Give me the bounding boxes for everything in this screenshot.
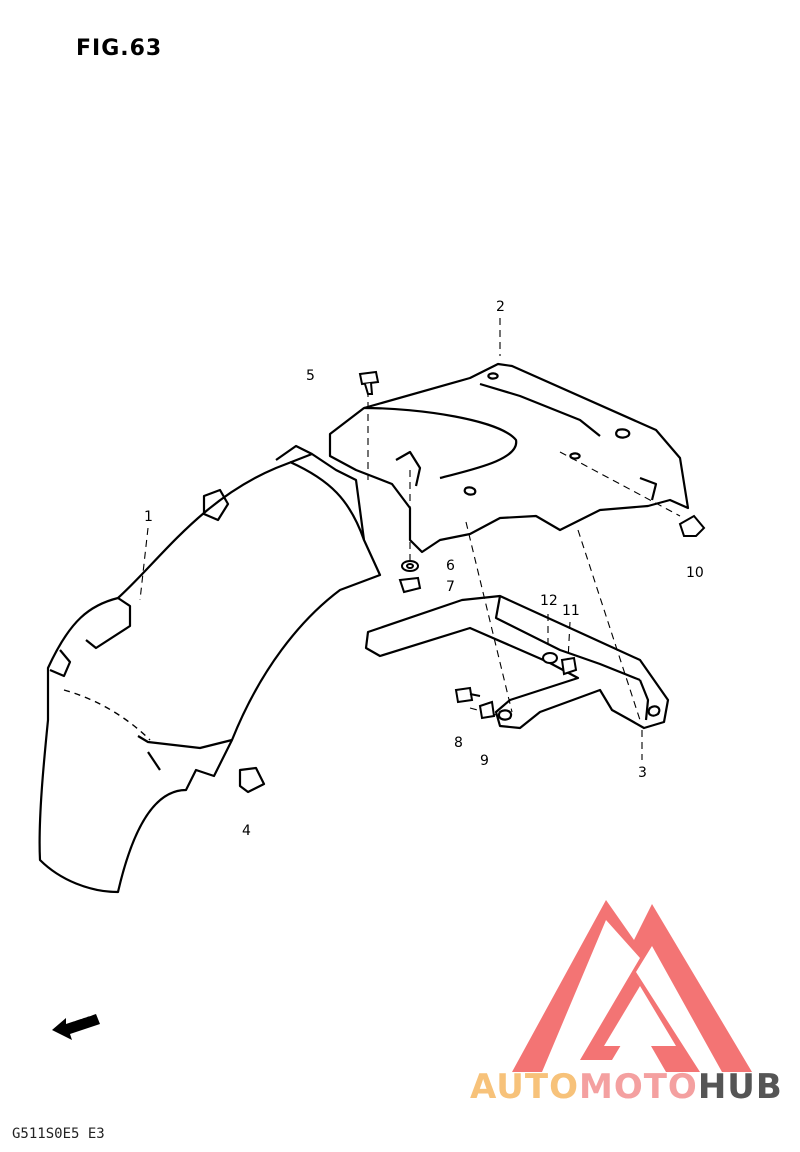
callout-10: 10 [686,565,704,581]
bolt-10 [678,514,706,537]
watermark-word-moto: MOTO [578,1067,698,1107]
drawing-code: G511S0E5 E3 [12,1126,105,1142]
callout-5: 5 [306,368,315,384]
leader-lines [139,318,681,760]
figure-title: FIG.63 [76,36,163,61]
fender-rear-cover [328,362,690,554]
bolt-5 [358,370,380,395]
nut-9 [478,700,496,720]
callout-9: 9 [480,753,489,769]
rear-fender [38,444,382,894]
callout-6: 6 [446,558,455,574]
callout-11: 11 [562,603,580,619]
forward-direction-arrow [52,1014,100,1040]
nut-6 [401,560,419,572]
washer-12 [542,652,558,664]
watermark-word-hub: HUB [697,1067,783,1107]
callout-1: 1 [144,509,153,525]
callout-7: 7 [446,579,455,595]
washer-7 [398,576,422,594]
rear-carrier-bracket [364,594,670,730]
bolt-8 [454,686,481,704]
watermark-text: AUTOMOTOHUB [470,1070,783,1104]
callout-8: 8 [454,735,463,751]
nut-11 [560,656,578,676]
watermark-word-auto: AUTO [470,1067,579,1107]
callout-12: 12 [540,593,558,609]
callout-3: 3 [638,765,647,781]
callout-4: 4 [242,823,251,839]
callout-2: 2 [496,299,505,315]
watermark-logo [512,900,752,1072]
